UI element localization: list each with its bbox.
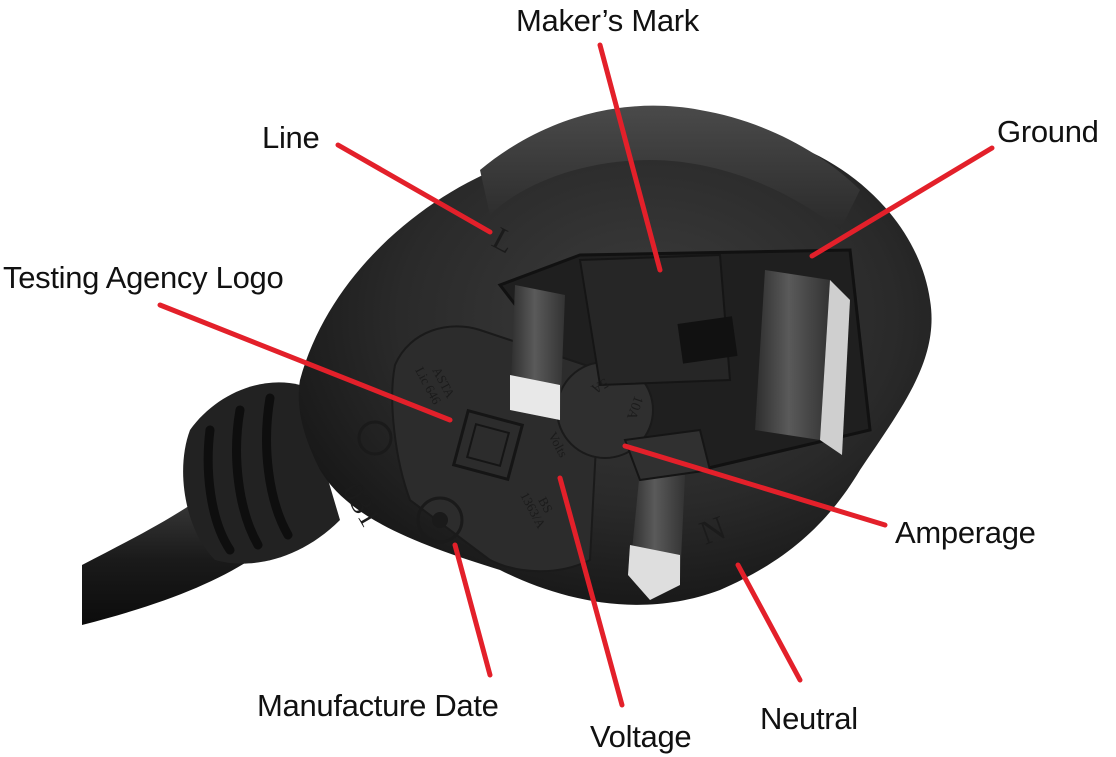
makers-mark-label — [677, 316, 738, 364]
leader-makers-mark — [597, 42, 663, 273]
leader-line — [335, 142, 493, 235]
label-line: Line — [262, 120, 320, 155]
standard-text: BS — [535, 494, 556, 515]
strain-relief — [183, 382, 340, 564]
leader-testing-agency — [157, 302, 453, 423]
label-testing-agency-logo: Testing Agency Logo — [3, 260, 284, 295]
plug-top-ridge — [480, 105, 860, 230]
asta-logo — [451, 408, 525, 482]
leader-lines — [157, 42, 995, 708]
label-ground: Ground — [997, 114, 1099, 149]
label-neutral: Neutral — [760, 701, 858, 736]
leader-neutral — [735, 562, 803, 683]
label-voltage: Voltage — [590, 719, 692, 754]
ground-pin — [755, 270, 830, 440]
label-amperage: Amperage — [895, 515, 1036, 550]
label-manufacture-date: Manufacture Date — [257, 688, 499, 723]
fuse-drawer — [623, 428, 712, 482]
leader-ground — [809, 145, 995, 259]
strain-relief-ribs — [203, 393, 293, 555]
agency-mark-circle — [357, 420, 393, 456]
date-wheel — [416, 496, 464, 544]
leader-manufacture-date — [452, 542, 493, 678]
leader-amperage — [622, 443, 888, 528]
label-makers-mark: Maker’s Mark — [516, 3, 700, 38]
leader-voltage — [557, 475, 625, 708]
